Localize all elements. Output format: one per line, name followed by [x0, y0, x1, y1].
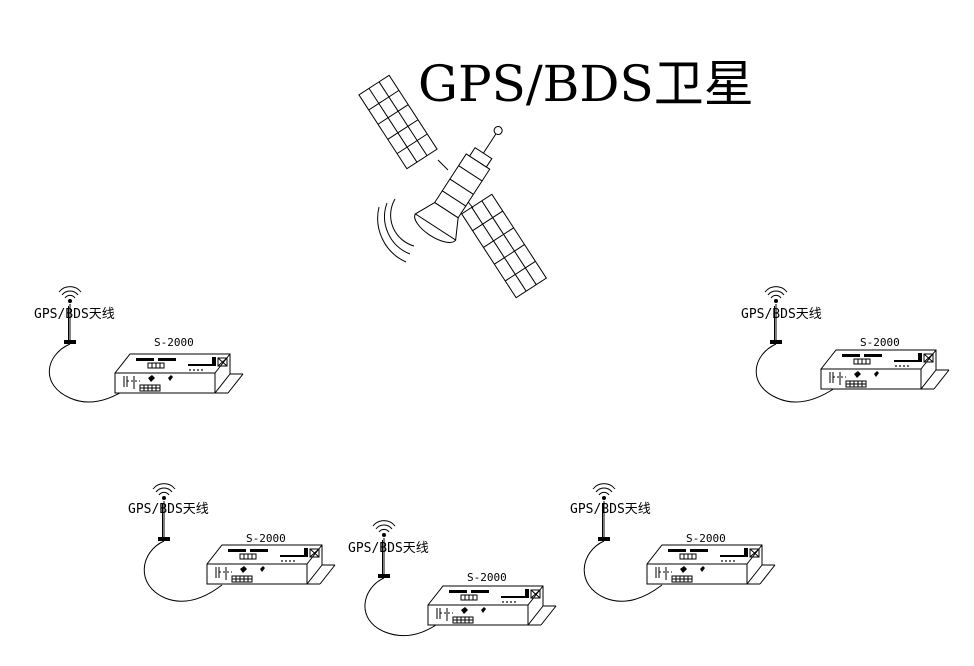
diagram-title: GPS/BDS卫星 — [418, 55, 754, 113]
antenna-cable — [364, 577, 444, 637]
antenna-cable — [48, 343, 129, 403]
device-model-label: S-2000 — [467, 571, 507, 584]
antenna-label: GPS/BDS天线 — [128, 502, 209, 517]
antenna-cable — [143, 540, 223, 602]
station-3: GPS/BDS天线 S-2000 — [128, 483, 336, 602]
station-5: GPS/BDS天线 S-2000 — [570, 483, 776, 602]
antenna-label: GPS/BDS天线 — [570, 502, 651, 517]
station-1: GPS/BDS天线 S-2000 — [34, 286, 244, 403]
s2000-device — [427, 585, 557, 626]
station-4: GPS/BDS天线 S-2000 — [348, 520, 557, 637]
s2000-device — [206, 544, 336, 585]
satellite-icon — [358, 74, 548, 299]
s2000-device — [820, 349, 950, 390]
station-2: GPS/BDS天线 S-2000 — [741, 286, 950, 403]
device-model-label: S-2000 — [860, 336, 900, 349]
s2000-device — [646, 544, 776, 585]
device-model-label: S-2000 — [686, 532, 726, 545]
device-model-label: S-2000 — [246, 532, 286, 545]
antenna-cable — [755, 343, 836, 403]
antenna-label: GPS/BDS天线 — [741, 307, 822, 322]
device-model-label: S-2000 — [154, 336, 194, 349]
antenna-label: GPS/BDS天线 — [348, 541, 429, 556]
s2000-device — [114, 353, 244, 394]
antenna-cable — [583, 540, 663, 602]
antenna-label: GPS/BDS天线 — [34, 307, 115, 322]
